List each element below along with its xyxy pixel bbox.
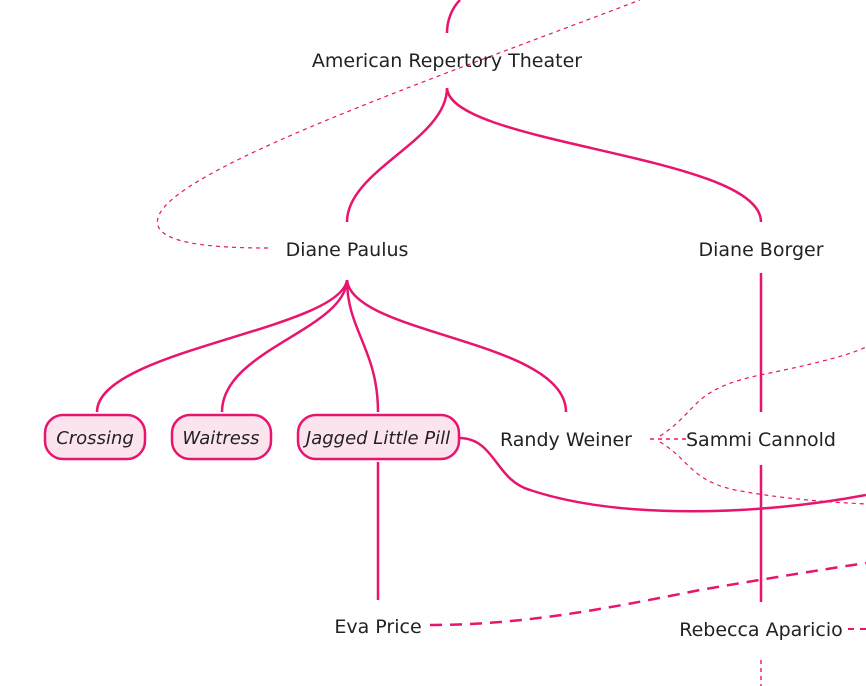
edge-dotted-randy-lower bbox=[659, 441, 866, 505]
edge-paulus-to-jagged bbox=[345, 279, 380, 413]
work-label-jagged-little-pill: Jagged Little Pill bbox=[303, 428, 450, 449]
node-rebecca-aparicio[interactable]: Rebecca Aparicio bbox=[679, 619, 843, 641]
node-diane-borger[interactable]: Diane Borger bbox=[698, 239, 823, 261]
work-node-crossing[interactable]: Crossing bbox=[43, 413, 147, 461]
node-sammi-cannold[interactable]: Sammi Cannold bbox=[686, 429, 836, 451]
node-eva-price[interactable]: Eva Price bbox=[334, 616, 421, 638]
node-diane-paulus[interactable]: Diane Paulus bbox=[286, 239, 409, 261]
edge-paulus-to-crossing bbox=[95, 279, 349, 413]
work-label-crossing: Crossing bbox=[56, 428, 134, 449]
edge-dashed-eva-to-offscreen bbox=[429, 561, 866, 627]
edge-art-to-diane-paulus bbox=[345, 87, 449, 223]
work-node-jagged-little-pill[interactable]: Jagged Little Pill bbox=[296, 413, 461, 461]
edge-top-to-art bbox=[445, 0, 461, 34]
edge-dotted-randy-upper bbox=[659, 346, 866, 437]
work-node-waitress[interactable]: Waitress bbox=[170, 413, 273, 461]
work-label-waitress: Waitress bbox=[182, 428, 259, 449]
edge-dotted-paulus-loop bbox=[156, 0, 641, 249]
node-randy-weiner[interactable]: Randy Weiner bbox=[500, 429, 632, 451]
edge-jagged-to-offscreen bbox=[458, 436, 866, 513]
edge-paulus-to-waitress bbox=[220, 279, 349, 413]
node-american-repertory-theater[interactable]: American Repertory Theater bbox=[312, 50, 582, 72]
edge-paulus-to-randy bbox=[345, 279, 568, 413]
edge-art-to-diane-borger bbox=[445, 87, 763, 223]
